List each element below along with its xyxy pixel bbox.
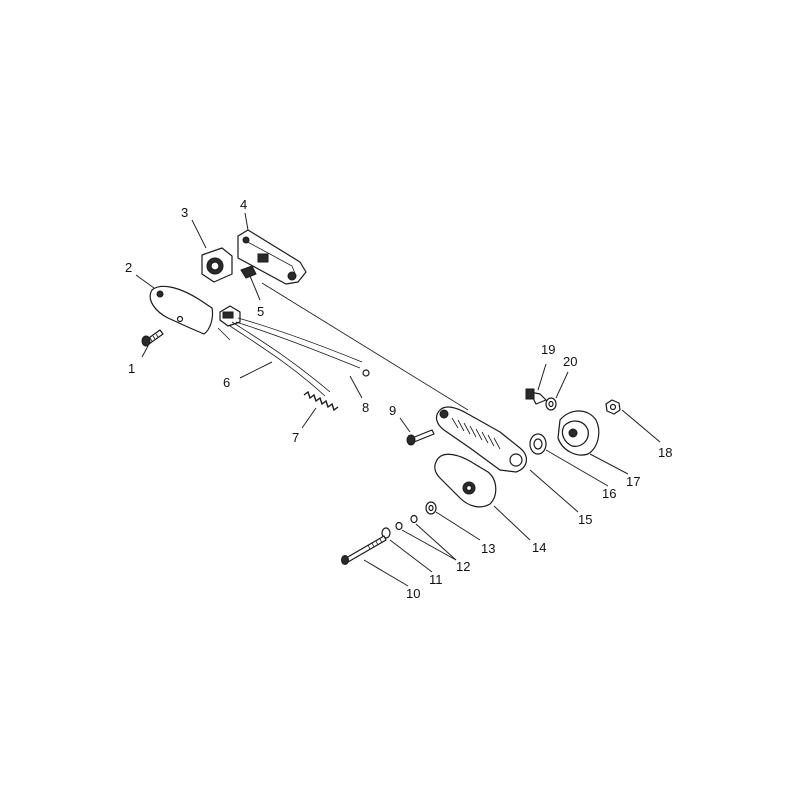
part-4-housing (237, 229, 307, 285)
callout-20: 20 (563, 354, 577, 369)
callout-13: 13 (481, 541, 495, 556)
callout-16: 16 (602, 486, 616, 501)
part-14-lever (434, 453, 497, 508)
callout-11: 11 (429, 572, 443, 587)
callout-7: 7 (292, 430, 299, 445)
part-3-switch (201, 247, 233, 283)
part-6-wire-harness (217, 305, 370, 397)
part-18-nut (605, 399, 621, 415)
callout-10: 10 (406, 586, 420, 601)
part-19-bolt (525, 388, 547, 405)
callout-5: 5 (257, 304, 264, 319)
part-13-washer (425, 501, 437, 515)
part-2-grip-half (149, 285, 214, 335)
callout-2: 2 (125, 260, 132, 275)
part-20-washer (545, 397, 557, 411)
callout-19: 19 (541, 342, 555, 357)
callout-14: 14 (532, 540, 546, 555)
part-16-washer (529, 433, 547, 455)
part-12-washers (395, 514, 418, 531)
callout-4: 4 (240, 197, 247, 212)
callout-12: 12 (456, 559, 470, 574)
callout-labels: 1 2 3 4 5 6 7 8 9 10 11 12 13 14 15 16 1… (125, 197, 672, 601)
callout-9: 9 (389, 403, 396, 418)
part-7-spring (303, 390, 339, 412)
callout-6: 6 (223, 375, 230, 390)
part-1-screw (141, 329, 164, 347)
leader-lines (135, 212, 661, 587)
callout-15: 15 (578, 512, 592, 527)
callout-18: 18 (658, 445, 672, 460)
callout-17: 17 (626, 474, 640, 489)
part-15-handle-tube (435, 406, 527, 473)
callout-3: 3 (181, 205, 188, 220)
assembly-axis-line (261, 282, 469, 411)
part-17-handle-cap (557, 410, 600, 456)
part-10-long-bolt (341, 535, 387, 565)
part-5-clip (240, 265, 257, 279)
callout-1: 1 (128, 361, 135, 376)
part-9-screw (406, 429, 435, 446)
callout-8: 8 (362, 400, 369, 415)
